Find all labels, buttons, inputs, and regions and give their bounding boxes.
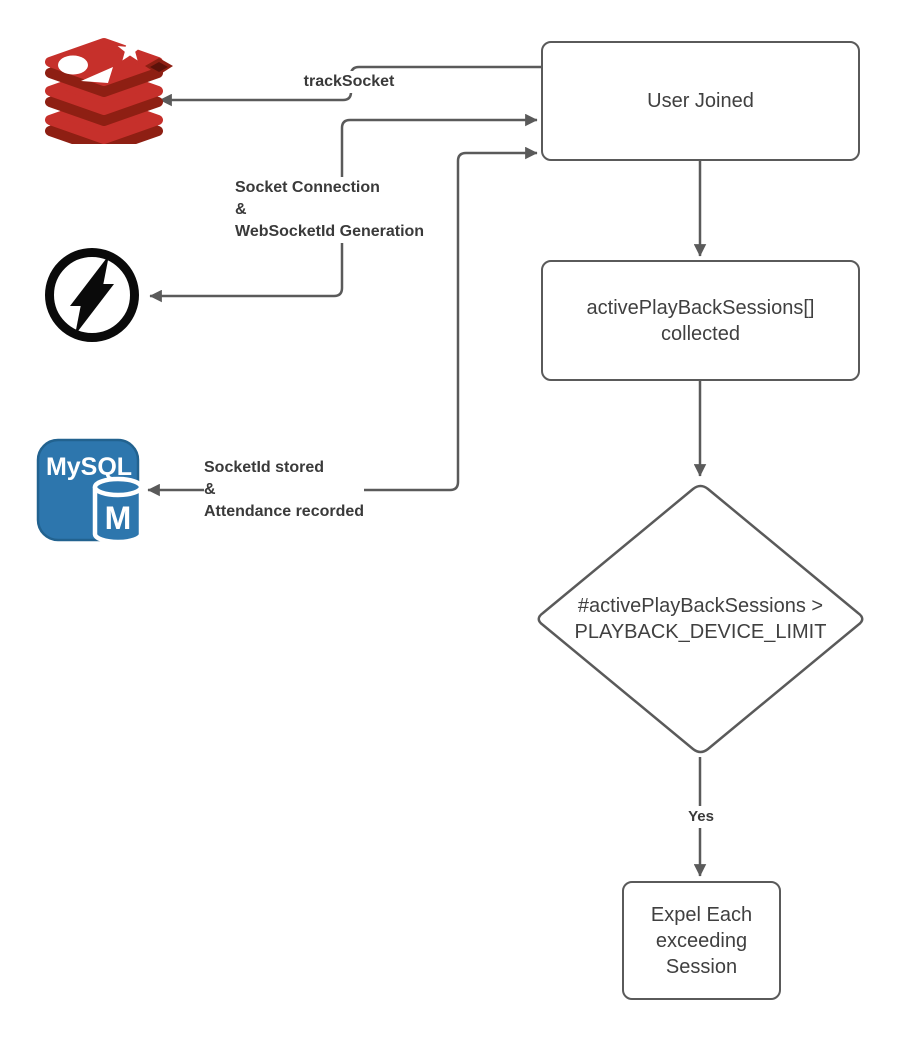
- mysql-icon: MySQL M: [36, 438, 144, 545]
- redis-circle: [58, 55, 88, 75]
- node-sessions-collected-line2: collected: [661, 322, 740, 345]
- edge-label-socket-connection-line2: &: [235, 201, 247, 218]
- edge-label-socketid-stored-line2: &: [204, 481, 216, 498]
- edge-label-socketid-stored-line3: Attendance recorded: [204, 503, 365, 520]
- node-expel-line2: exceeding: [655, 929, 748, 952]
- node-limit-check-line1: #activePlayBackSessions >: [577, 595, 824, 617]
- redis-icon: [45, 37, 173, 144]
- edge-label-socketid-stored: SocketId stored & Attendance recorded: [204, 457, 365, 523]
- node-limit-check-line2: PLAYBACK_DEVICE_LIMIT: [574, 621, 827, 643]
- redis-cube-inner: [150, 62, 168, 72]
- redis-triangle: [81, 67, 113, 83]
- edge-label-socket-connection: Socket Connection & WebSocketId Generati…: [235, 177, 425, 243]
- node-limit-check-label: #activePlayBackSessions > PLAYBACK_DEVIC…: [540, 593, 861, 645]
- node-user-joined-label: User Joined: [647, 90, 754, 112]
- edge-label-track-socket: trackSocket: [288, 71, 410, 93]
- edge-label-socket-connection-line1: Socket Connection: [235, 179, 380, 196]
- edge-label-socketid-stored-line1: SocketId stored: [204, 459, 325, 476]
- edge-label-socket-connection-line3: WebSocketId Generation: [235, 223, 425, 240]
- redis-star: [117, 37, 143, 61]
- node-sessions-collected-line1: activePlayBackSessions[]: [586, 296, 815, 319]
- edge-label-yes: Yes: [676, 806, 726, 828]
- mysql-title: MySQL: [46, 453, 132, 481]
- node-expel-line3: Session: [665, 955, 738, 978]
- edge-mysql-user-joined: [147, 146, 538, 497]
- mysql-letter: M: [105, 500, 132, 536]
- node-limit-check-shape: [537, 484, 864, 754]
- node-expel-line1: Expel Each: [650, 903, 753, 926]
- node-expel-session: Expel Each exceeding Session: [622, 881, 781, 1000]
- mysql-cylinder: M: [92, 476, 144, 545]
- websocket-icon: [45, 248, 139, 342]
- node-user-joined: User Joined: [541, 41, 860, 161]
- node-sessions-collected: activePlayBackSessions[] collected: [541, 260, 860, 381]
